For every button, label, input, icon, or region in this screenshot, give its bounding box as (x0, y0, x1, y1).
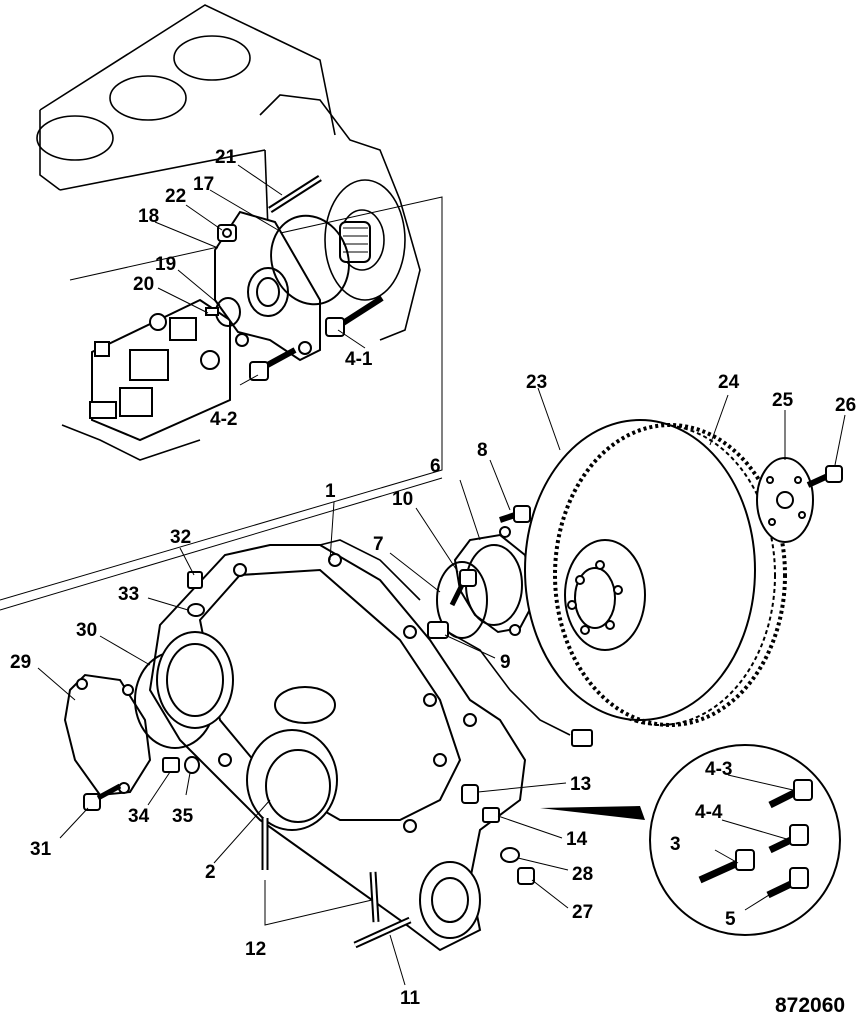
callout-4-4: 4-4 (695, 802, 723, 823)
timing-gear-case (148, 539, 527, 952)
pump-flange-plate (214, 210, 321, 362)
callout-4-3: 4-3 (705, 759, 732, 780)
banjo-washer (500, 847, 520, 863)
callout-labels: 21 17 22 18 19 20 4-1 4-2 23 24 25 26 6 … (10, 147, 856, 1017)
callout-35: 35 (172, 806, 194, 827)
callout-25: 25 (772, 390, 794, 411)
callout-33: 33 (118, 584, 139, 605)
fuel-injection-pump (61, 298, 231, 461)
flywheel-bolt (806, 465, 843, 488)
callout-23: 23 (526, 372, 547, 393)
woodruff-key (205, 307, 219, 316)
bolt-variants-detail (540, 744, 841, 936)
callout-32: 32 (170, 527, 191, 548)
callout-29: 29 (10, 652, 31, 673)
flywheel (524, 419, 776, 726)
flange-bolt (325, 295, 384, 337)
cover-mount-ring (156, 631, 234, 729)
callout-26: 26 (835, 395, 856, 416)
callout-28: 28 (572, 864, 593, 885)
callout-11: 11 (400, 988, 421, 1009)
plug-bolt (187, 571, 205, 617)
callout-27: 27 (572, 902, 593, 923)
stud (268, 175, 322, 213)
cover-bolt (83, 783, 122, 811)
crankshaft-oil-seal (246, 729, 338, 831)
union-fitting (461, 784, 479, 804)
callout-19: 19 (155, 254, 176, 275)
nut (217, 224, 237, 242)
callout-22: 22 (165, 186, 186, 207)
bolt-variant-3 (698, 849, 755, 884)
leader-lines (37, 164, 846, 986)
callout-5: 5 (725, 909, 736, 930)
bolt-variant-4-3 (768, 779, 813, 809)
callout-1: 1 (325, 481, 336, 502)
dowel-studs (261, 818, 380, 923)
callout-6: 6 (430, 456, 441, 477)
callout-34: 34 (128, 806, 150, 827)
flange-bolt-lower (249, 347, 297, 381)
callout-21: 21 (215, 147, 237, 168)
callout-30: 30 (76, 620, 97, 641)
callout-10: 10 (392, 489, 413, 510)
inspection-cover (63, 673, 152, 797)
callout-2: 2 (205, 862, 216, 883)
bolt-variant-4-4 (768, 824, 809, 854)
flange-o-ring (270, 214, 350, 306)
sensor-bolt (449, 569, 477, 607)
drain-plug (162, 756, 200, 774)
callout-4-2: 4-2 (210, 409, 237, 430)
case-bolt (482, 807, 500, 823)
callout-20: 20 (133, 274, 154, 295)
sensor-housing (453, 526, 537, 636)
callout-14: 14 (566, 829, 588, 850)
callout-8: 8 (477, 440, 488, 461)
speed-sensor (427, 621, 593, 747)
callout-3: 3 (670, 834, 681, 855)
callout-24: 24 (718, 372, 740, 393)
sensor-o-ring (436, 561, 488, 639)
flywheel-ring-gear (553, 423, 787, 727)
callout-18: 18 (138, 206, 159, 227)
callout-12: 12 (245, 939, 266, 960)
banjo-bolt (517, 867, 535, 885)
flywheel-plate (756, 457, 814, 543)
housing-bolt (499, 505, 531, 523)
callout-13: 13 (570, 774, 591, 795)
callout-17: 17 (193, 174, 214, 195)
callout-7: 7 (373, 534, 384, 555)
callout-9: 9 (500, 652, 511, 673)
callout-4-1: 4-1 (345, 349, 373, 370)
callout-31: 31 (30, 839, 52, 860)
figure-number: 872060 (775, 994, 845, 1017)
case-stud (353, 916, 412, 949)
